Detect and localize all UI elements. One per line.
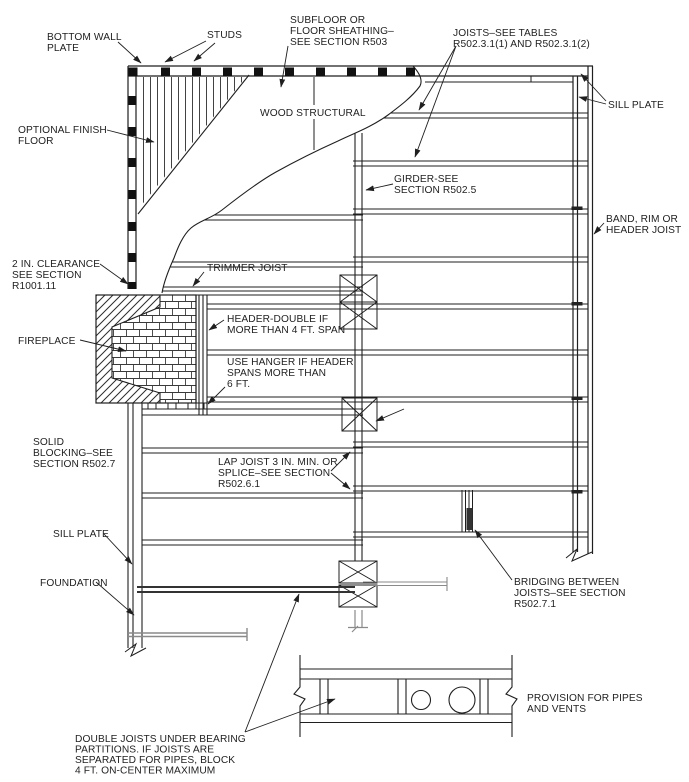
joists-right: [353, 112, 588, 538]
label-text: R1001.11: [12, 281, 56, 292]
label-header-double: HEADER-DOUBLE IF MORE THAN 4 FT. SPAN: [227, 314, 345, 336]
label-provision-pipes: PROVISION FOR PIPES AND VENTS: [527, 693, 643, 715]
finish-floor-hatch: [139, 77, 246, 207]
label-text: 2 IN. CLEARANCE: [12, 259, 100, 270]
label-text: HEADER-DOUBLE IF: [227, 314, 328, 325]
label-bridging: BRIDGING BETWEEN JOISTS–SEE SECTION R502…: [514, 577, 626, 610]
label-text: PLATE: [47, 43, 79, 54]
label-optional-finish-floor: OPTIONAL FINISH FLOOR: [18, 125, 107, 147]
label-text: R502.6.1: [218, 479, 260, 490]
label-text: LAP JOIST 3 IN. MIN. OR: [218, 457, 338, 468]
label-studs: STUDS: [207, 30, 242, 41]
label-text: FIREPLACE: [18, 336, 76, 347]
label-text: BAND, RIM OR: [606, 214, 678, 225]
label-text: JOISTS–SEE TABLES: [453, 28, 557, 39]
label-wood-structural: WOOD STRUCTURAL: [260, 108, 366, 119]
label-sill-plate-right: SILL PLATE: [608, 100, 664, 111]
label-text: GIRDER-SEE: [394, 174, 459, 185]
tail-joists: [207, 303, 588, 403]
band-break-symbol: [565, 548, 593, 562]
top-wall-plate: [128, 65, 593, 77]
pipe-large-circle: [448, 686, 476, 714]
foundation-break-symbol: [124, 642, 147, 658]
label-text: R502.3.1(1) AND R502.3.1(2): [453, 39, 590, 50]
label-bottom-wall-plate: BOTTOM WALL PLATE: [47, 32, 122, 54]
wood-structural-label-bg: [256, 105, 368, 119]
label-foundation: FOUNDATION: [40, 578, 108, 589]
label-text: BOTTOM WALL: [47, 32, 122, 43]
label-text: OPTIONAL FINISH: [18, 125, 107, 136]
label-text: SEE SECTION: [12, 270, 82, 281]
right-band-and-sill: [572, 66, 594, 554]
finish-floor-torn-edge: [137, 74, 250, 215]
header-joist-lines: [198, 295, 208, 415]
label-text: TRIMMER JOIST: [207, 263, 288, 274]
stud-squares: [128, 67, 415, 289]
label-text: STUDS: [207, 30, 242, 41]
label-text: SEE SECTION R503: [290, 37, 388, 48]
label-text: FLOOR SHEATHING–: [290, 26, 394, 37]
label-text: 6 FT.: [227, 379, 250, 390]
label-text: FLOOR: [18, 136, 54, 147]
fireplace-plan: [95, 294, 197, 404]
label-girder: GIRDER-SEE SECTION R502.5: [394, 174, 477, 196]
foundation-footing-line: [128, 628, 248, 641]
label-solid-blocking: SOLID BLOCKING–SEE SECTION R502.7: [33, 437, 116, 470]
leader-lines: [79, 40, 607, 733]
label-text: DOUBLE JOISTS UNDER BEARING: [75, 734, 246, 745]
label-text: PARTITIONS. IF JOISTS ARE: [75, 745, 214, 756]
label-text: SPANS MORE THAN: [227, 368, 326, 379]
label-text: SPLICE–SEE SECTION: [218, 468, 330, 479]
label-joists-tables: JOISTS–SEE TABLES R502.3.1(1) AND R502.3…: [453, 28, 590, 50]
label-trimmer-joist: TRIMMER JOIST: [207, 263, 288, 274]
label-use-hanger: USE HANGER IF HEADER SPANS MORE THAN 6 F…: [227, 357, 354, 390]
label-text: SECTION R502.7: [33, 459, 116, 470]
label-text: HEADER JOIST: [606, 225, 681, 236]
label-two-in-clearance: 2 IN. CLEARANCE SEE SECTION R1001.11: [12, 259, 100, 292]
sheathing-area: [137, 77, 424, 293]
girder-lines: [354, 133, 363, 561]
label-band-rim-header: BAND, RIM OR HEADER JOIST: [606, 214, 681, 236]
solid-blocking-row: [143, 402, 207, 409]
label-fireplace: FIREPLACE: [18, 336, 76, 347]
label-text: SUBFLOOR OR: [290, 15, 365, 26]
label-text: 4 FT. ON-CENTER MAXIMUM: [75, 766, 215, 777]
label-lap-joist: LAP JOIST 3 IN. MIN. OR SPLICE–SEE SECTI…: [218, 457, 338, 490]
fireplace-masonry-hatch: [96, 295, 196, 403]
label-text: MORE THAN 4 FT. SPAN: [227, 325, 345, 336]
label-text: BLOCKING–SEE: [33, 448, 113, 459]
label-sill-plate-left: SILL PLATE: [53, 529, 109, 540]
girder-bottom: [348, 610, 368, 633]
lap-splice-symbols: [338, 274, 378, 608]
rim-blocking-ticks: [571, 206, 583, 494]
label-text: WOOD STRUCTURAL: [260, 108, 366, 119]
label-text: PROVISION FOR PIPES: [527, 693, 643, 704]
label-text: R502.7.1: [514, 599, 556, 610]
label-text: AND VENTS: [527, 704, 586, 715]
label-text: SECTION R502.5: [394, 185, 477, 196]
double-joist-extension: [363, 577, 448, 591]
left-foundation-wall: [127, 403, 143, 648]
pipes-vents-detail: [293, 655, 518, 737]
joists-left: [140, 214, 363, 546]
pipe-small-circle: [410, 689, 432, 711]
label-text: SILL PLATE: [53, 529, 109, 540]
label-text: SEPARATED FOR PIPES, BLOCK: [75, 755, 235, 766]
label-text: FOUNDATION: [40, 578, 108, 589]
double-joist-thick: [137, 585, 355, 594]
label-text: SOLID: [33, 437, 64, 448]
label-text: SILL PLATE: [608, 100, 664, 111]
label-subfloor: SUBFLOOR OR FLOOR SHEATHING– SEE SECTION…: [290, 15, 394, 48]
sheathing-torn-edge: [161, 65, 422, 294]
label-text: BRIDGING BETWEEN: [514, 577, 619, 588]
bridging-symbol: [461, 490, 473, 532]
label-double-joists: DOUBLE JOISTS UNDER BEARING PARTITIONS. …: [75, 734, 246, 777]
label-text: USE HANGER IF HEADER: [227, 357, 354, 368]
label-text: JOISTS–SEE SECTION: [514, 588, 626, 599]
